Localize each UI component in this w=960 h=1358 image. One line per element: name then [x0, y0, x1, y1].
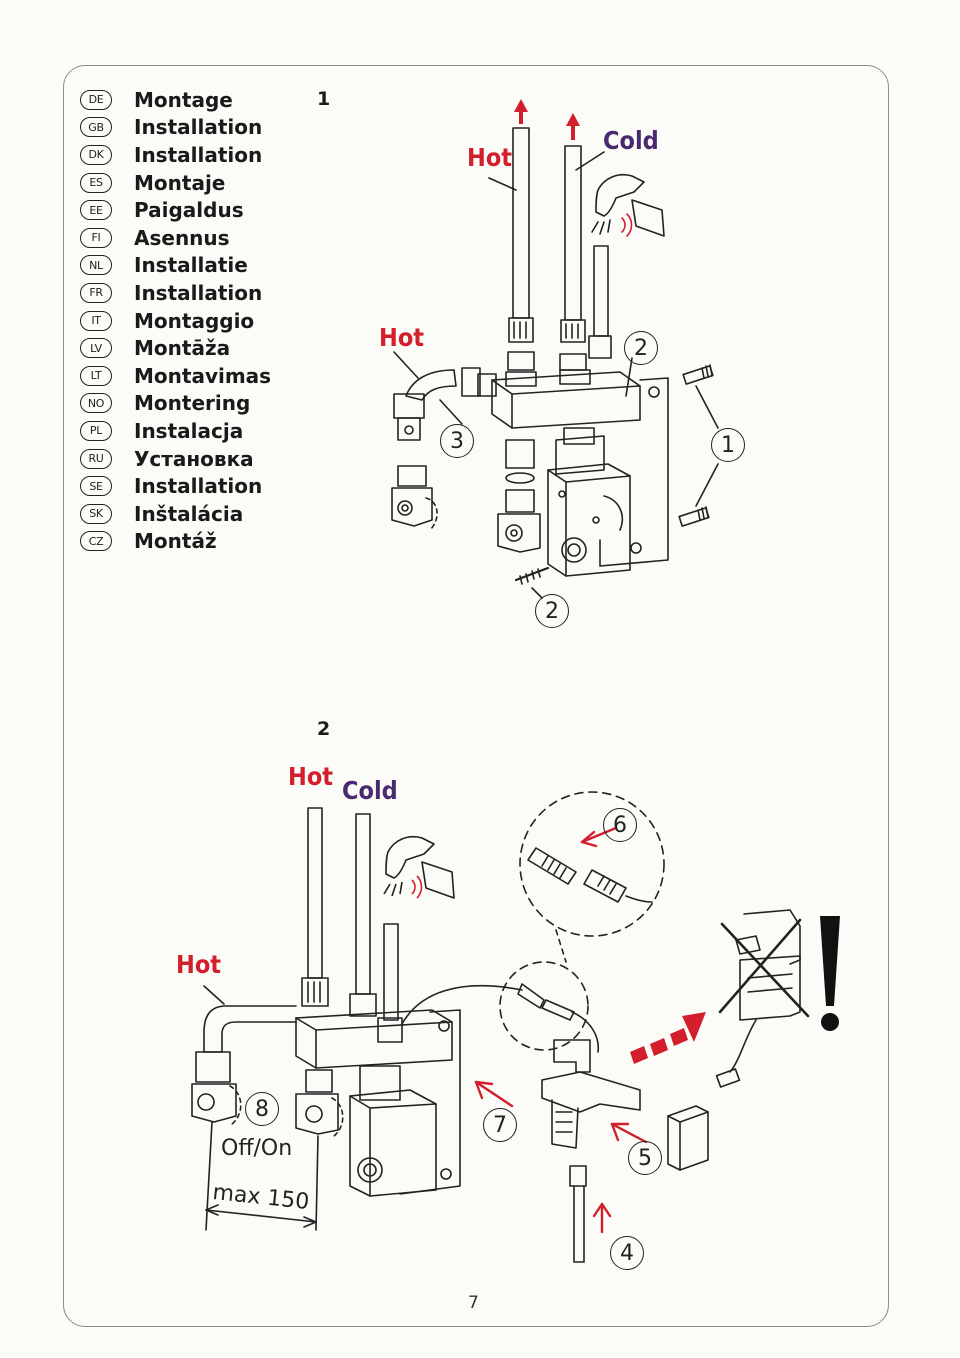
mixing-valve-body [491, 371, 641, 429]
step2-cold-label: Cold [342, 776, 398, 805]
lang-item-dk: DK Installation [80, 141, 271, 169]
callout-3: 3 [440, 424, 474, 458]
step1-hot-label: Hot [467, 143, 513, 172]
mixed-pipe [593, 245, 609, 337]
lang-word: Установка [134, 446, 254, 471]
lang-item-fi: FI Asennus [80, 224, 271, 252]
hot-flow-arrow-icon [514, 99, 528, 124]
callout-5: 5 [628, 1141, 662, 1175]
lang-code-badge: IT [80, 310, 112, 331]
lang-word: Installation [134, 474, 263, 499]
lang-word: Montaggio [134, 308, 255, 333]
hot-elbow [405, 369, 457, 401]
lang-item-sk: SK Inštalácia [80, 500, 271, 528]
mounting-plate [599, 377, 669, 567]
callout-4: 4 [610, 1236, 644, 1270]
lang-word: Inštalácia [134, 501, 244, 526]
lang-item-pl: PL Instalacja [80, 417, 271, 445]
lang-code-badge: GB [80, 117, 112, 138]
lang-item-fr: FR Installation [80, 279, 271, 307]
faucet-sensor-icon [591, 174, 665, 237]
lang-item-lt: LT Montavimas [80, 362, 271, 390]
lang-code-badge: PL [80, 420, 112, 441]
lang-code-badge: ES [80, 172, 112, 193]
lang-code-badge: NL [80, 255, 112, 276]
lang-code-badge: LT [80, 365, 112, 386]
lang-item-no: NO Montering [80, 390, 271, 418]
page-frame [63, 65, 889, 1327]
warning-exclamation-icon [820, 916, 840, 1031]
arrow-7-icon [474, 1080, 514, 1108]
lang-word: Installation [134, 280, 263, 305]
lang-word: Montage [134, 87, 233, 112]
lang-code-badge: NO [80, 393, 112, 414]
step2-drawing [191, 791, 810, 1263]
step-2-number: 2 [317, 718, 331, 740]
lang-word: Montaje [134, 170, 226, 195]
callout-6: 6 [603, 808, 637, 842]
lang-word: Montáž [134, 529, 217, 554]
lang-code-badge: EE [80, 200, 112, 221]
lang-item-de: DE Montage [80, 86, 271, 114]
page-number: 7 [468, 1293, 479, 1313]
hot-pipe-nut [508, 317, 534, 343]
step-1-number: 1 [317, 88, 331, 110]
callout-2-bottom: 2 [535, 594, 569, 628]
lang-code-badge: FI [80, 227, 112, 248]
cold-flow-arrow-icon [566, 113, 580, 140]
lang-word: Installation [134, 142, 263, 167]
hot-pipe [512, 127, 530, 319]
direction-arrow-icon [630, 1012, 706, 1064]
lang-word: Montavimas [134, 363, 272, 388]
step1-side-hot-label: Hot [379, 323, 425, 352]
lang-item-cz: CZ Montáž [80, 528, 271, 556]
lang-item-se: SE Installation [80, 472, 271, 500]
step2-hot-label: Hot [288, 762, 334, 791]
lang-item-ee: EE Paigaldus [80, 196, 271, 224]
lang-word: Paigaldus [134, 198, 244, 223]
callout-2-top: 2 [624, 331, 658, 365]
lang-code-badge: RU [80, 448, 112, 469]
crossed-out-icon [715, 909, 810, 1088]
off-on-text: Off/On [221, 1136, 293, 1161]
lang-word: Montāža [134, 336, 231, 361]
step1-cold-label: Cold [603, 126, 659, 155]
arrow-5-icon [610, 1122, 648, 1144]
lang-code-badge: SK [80, 503, 112, 524]
callout-7: 7 [483, 1108, 517, 1142]
lang-code-badge: DK [80, 144, 112, 165]
lang-code-badge: FR [80, 282, 112, 303]
lang-code-badge: LV [80, 338, 112, 359]
faucet-sensor-icon [383, 836, 455, 899]
callout-8: 8 [245, 1092, 279, 1126]
lang-word: Installation [134, 115, 263, 140]
lang-item-it: IT Montaggio [80, 307, 271, 335]
lang-item-gb: GB Installation [80, 114, 271, 142]
callout-1: 1 [711, 428, 745, 462]
lang-item-nl: NL Installatie [80, 252, 271, 280]
lang-code-badge: SE [80, 476, 112, 497]
step1-drawing [391, 127, 719, 599]
step2-side-hot-label: Hot [176, 950, 222, 979]
cold-pipe [564, 145, 582, 321]
cold-pipe-nut [560, 319, 586, 343]
lang-item-lv: LV Montāža [80, 334, 271, 362]
lang-word: Installatie [134, 253, 248, 278]
lang-word: Instalacja [134, 418, 244, 443]
wall-plugs [678, 364, 714, 527]
lang-item-es: ES Montaje [80, 169, 271, 197]
lang-word: Asennus [134, 225, 230, 250]
solenoid-valve [547, 463, 631, 577]
lang-item-ru: RU Установка [80, 445, 271, 473]
lang-code-badge: CZ [80, 531, 112, 552]
lang-word: Montering [134, 391, 251, 416]
lang-code-badge: DE [80, 89, 112, 110]
